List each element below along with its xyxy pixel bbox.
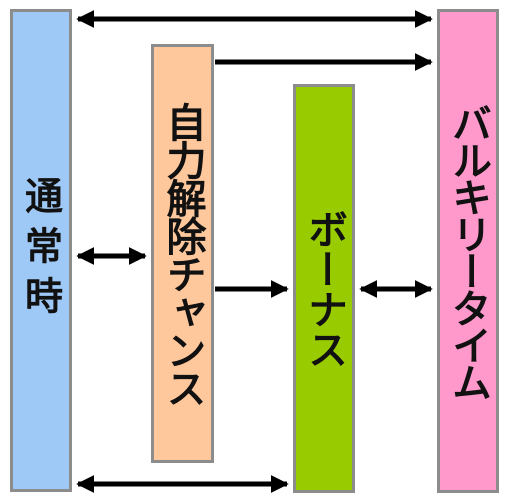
state-box-valkyrie-time: バルキリータイム [437, 9, 499, 493]
state-box-self-release-chance: 自力解除チャンス [151, 44, 214, 463]
state-box-bonus: ボーナス [293, 84, 355, 493]
state-label-bonus: ボーナス [301, 208, 347, 369]
state-box-normal: 通常時 [10, 9, 72, 492]
state-label-valkyrie-time: バルキリータイム [445, 103, 491, 399]
state-label-self-release-chance: 自力解除チャンス [159, 101, 206, 406]
state-label-normal: 通常時 [18, 175, 63, 326]
